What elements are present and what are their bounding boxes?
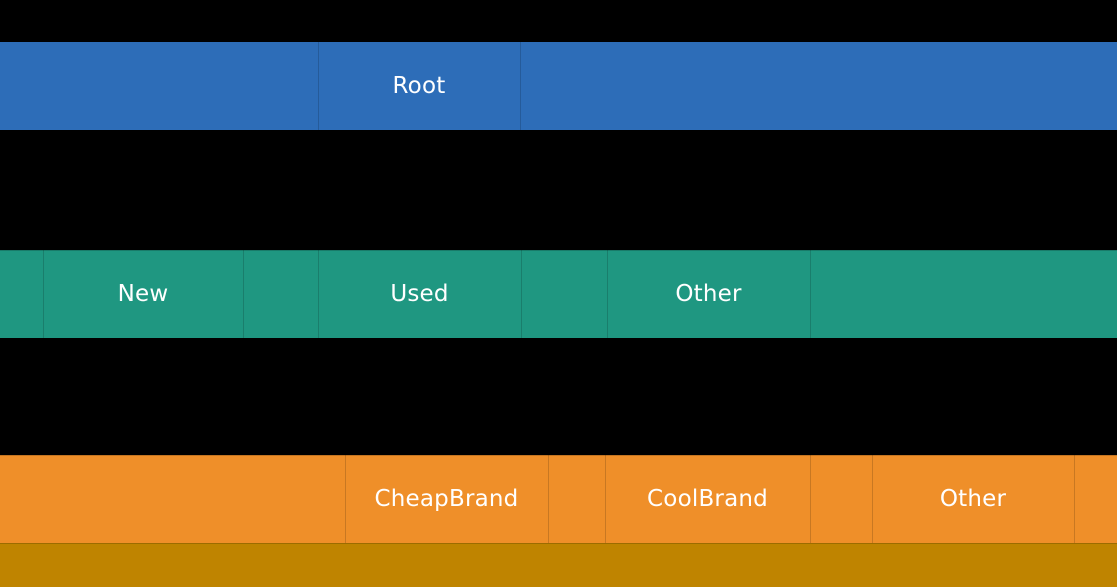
icicle-node-cheapbrand[interactable]: CheapBrand <box>345 455 548 543</box>
brand-level: CheapBrand CoolBrand Other <box>0 455 1117 543</box>
icicle-node-new[interactable]: New <box>43 250 243 338</box>
icicle-node-unlabeled[interactable] <box>0 455 345 543</box>
icicle-node-unlabeled[interactable] <box>0 543 1117 587</box>
leaf-level <box>0 543 1117 587</box>
condition-level: New Used Other <box>0 250 1117 338</box>
icicle-node-used[interactable]: Used <box>318 250 521 338</box>
icicle-node-unlabeled[interactable] <box>810 250 1117 338</box>
icicle-node-coolbrand[interactable]: CoolBrand <box>605 455 810 543</box>
icicle-node-other[interactable]: Other <box>607 250 810 338</box>
icicle-node-unlabeled[interactable] <box>810 455 872 543</box>
icicle-node-other[interactable]: Other <box>872 455 1074 543</box>
root-level: Root <box>0 42 1117 130</box>
icicle-node-unlabeled[interactable] <box>1074 455 1117 543</box>
icicle-node-unlabeled[interactable] <box>520 42 1117 130</box>
icicle-node-label: Other <box>939 485 1007 512</box>
icicle-node-label: CheapBrand <box>374 485 519 512</box>
icicle-node-label: CoolBrand <box>647 485 768 512</box>
icicle-node-label: New <box>117 280 169 307</box>
icicle-node-label: Other <box>675 280 742 307</box>
icicle-node-label: Used <box>390 280 449 307</box>
icicle-node-root[interactable]: Root <box>318 42 520 130</box>
icicle-node-unlabeled[interactable] <box>0 250 43 338</box>
icicle-node-unlabeled[interactable] <box>548 455 605 543</box>
icicle-node-unlabeled[interactable] <box>0 42 318 130</box>
icicle-node-label: Root <box>392 72 446 99</box>
icicle-node-unlabeled[interactable] <box>521 250 607 338</box>
icicle-node-unlabeled[interactable] <box>243 250 318 338</box>
